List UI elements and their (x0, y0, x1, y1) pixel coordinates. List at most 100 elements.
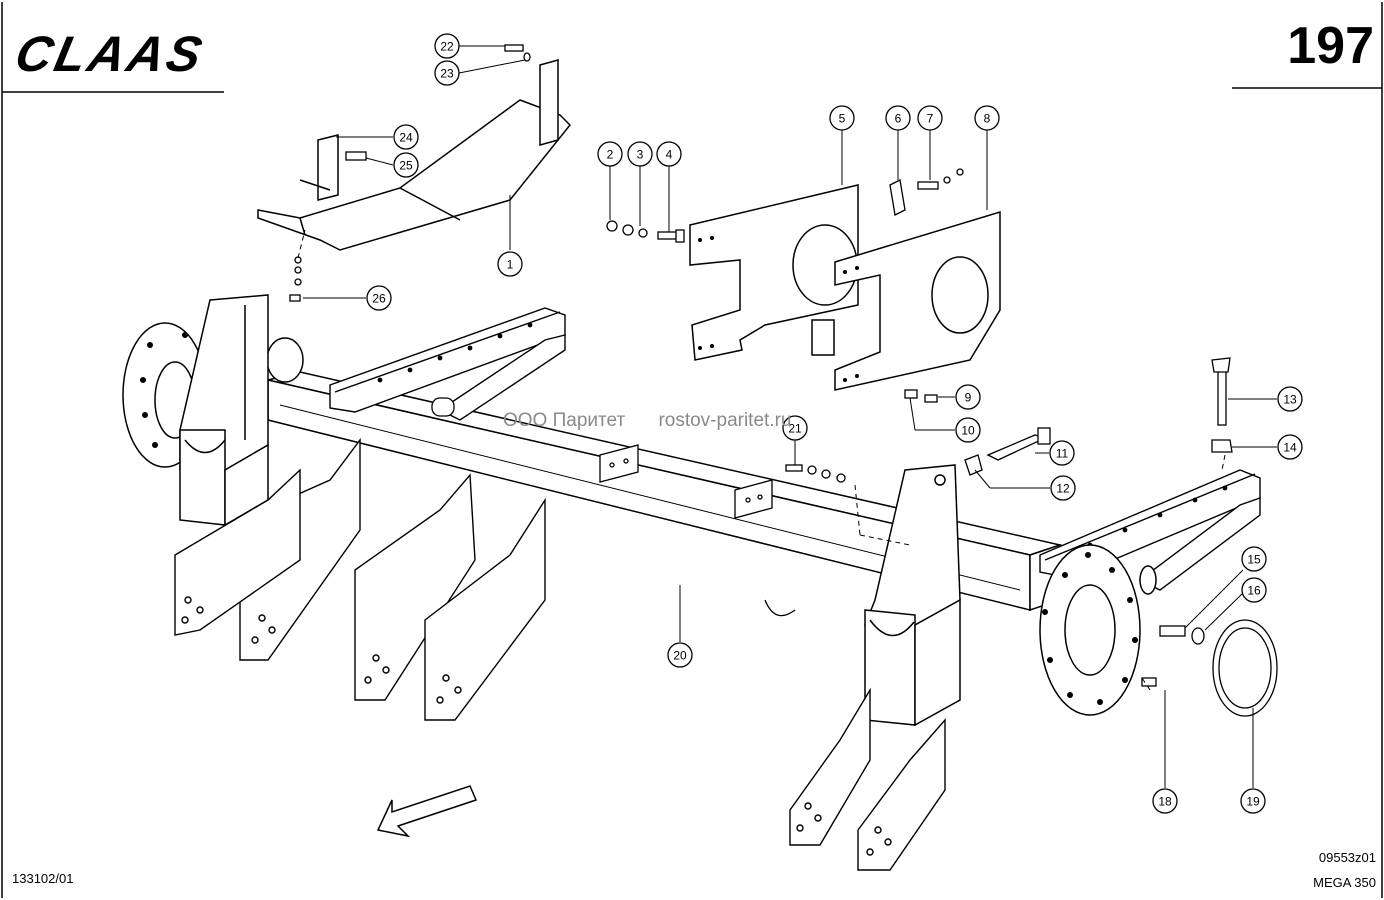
callout-circle (627, 141, 653, 167)
callout-circle (1241, 577, 1267, 603)
callout-number: 19 (1246, 795, 1260, 809)
callout-circle (955, 384, 981, 410)
svg-text:CLAAS: CLAAS (11, 26, 210, 82)
callout-1: 1 (497, 251, 523, 277)
callout-24: 24 (393, 124, 419, 150)
callout-number: 22 (440, 40, 454, 54)
callout-19: 19 (1240, 788, 1266, 814)
callout-number: 14 (1283, 441, 1297, 455)
callout-number: 3 (637, 148, 644, 162)
callout-circle (497, 251, 523, 277)
callout-22: 22 (434, 33, 460, 59)
callout-number: 16 (1247, 584, 1261, 598)
callout-20: 20 (667, 642, 693, 668)
callout-number: 15 (1247, 553, 1261, 567)
callout-circle (393, 152, 419, 178)
callout-circle (597, 141, 623, 167)
callout-circle (917, 105, 943, 131)
callout-number: 13 (1283, 393, 1297, 407)
callout-number: 9 (965, 391, 972, 405)
mounting-plate-8 (811, 210, 1001, 391)
callout-circle (1277, 434, 1303, 460)
callout-circle (955, 417, 981, 443)
callout-number: 25 (399, 159, 413, 173)
callout-11: 11 (1049, 440, 1075, 466)
callout-number: 7 (927, 112, 934, 126)
page-number: 197 (1287, 17, 1374, 75)
callout-number: 11 (1056, 447, 1069, 461)
mounting-plate-5 (689, 184, 859, 361)
beam-clamp-plates (431, 397, 796, 617)
callout-18: 18 (1152, 788, 1178, 814)
callout-16: 16 (1241, 577, 1267, 603)
callout-2: 2 (597, 141, 623, 167)
right-mount-post (863, 464, 961, 727)
watermark-site: rostov-paritet.ru (658, 410, 792, 431)
callout-circle (1240, 788, 1266, 814)
callout-circle (667, 642, 693, 668)
callout-15: 15 (1241, 546, 1267, 572)
callout-leaders (303, 45, 1277, 788)
callout-5: 5 (829, 105, 855, 131)
callout-number: 5 (839, 112, 846, 126)
callout-circle (1152, 788, 1178, 814)
callout-number: 1 (507, 258, 514, 272)
callout-21: 21 (782, 415, 808, 441)
right-hub-flange (1039, 544, 1157, 716)
callout-6: 6 (885, 105, 911, 131)
callout-circle (434, 60, 460, 86)
callout-number: 18 (1158, 795, 1172, 809)
callout-25: 25 (393, 152, 419, 178)
callout-number: 23 (440, 67, 454, 81)
callout-7: 7 (917, 105, 943, 131)
callout-23: 23 (434, 60, 460, 86)
left-blade-plates (174, 437, 546, 721)
right-blade-plates (789, 687, 946, 871)
model-name: MEGA 350 (1313, 875, 1376, 890)
callout-number: 2 (607, 148, 614, 162)
callout-number: 10 (961, 424, 975, 438)
left-mount-post (179, 294, 269, 527)
fastener-hardware (289, 44, 1278, 717)
direction-arrow-icon (376, 785, 478, 838)
callout-number: 8 (984, 112, 991, 126)
callout-8: 8 (974, 105, 1000, 131)
callout-circle (366, 285, 392, 311)
left-rail (329, 307, 566, 421)
assembly-guide-lines (297, 229, 1226, 691)
drawing-reference: 09553z01 (1318, 850, 1376, 865)
callout-circle (1049, 440, 1075, 466)
callout-circle (434, 33, 460, 59)
callout-circle (782, 415, 808, 441)
callout-number: 12 (1056, 482, 1070, 496)
callout-number: 24 (399, 131, 413, 145)
callout-circle (829, 105, 855, 131)
callout-number: 6 (895, 112, 902, 126)
watermark: ООО Паритет rostov-paritet.ru (503, 410, 791, 432)
callout-10: 10 (955, 417, 981, 443)
callout-14: 14 (1277, 434, 1303, 460)
callout-circle (1241, 546, 1267, 572)
callout-number: 21 (788, 422, 802, 436)
callout-circle (885, 105, 911, 131)
callout-4: 4 (656, 141, 682, 167)
callout-13: 13 (1277, 386, 1303, 412)
callout-circle (656, 141, 682, 167)
callout-number: 20 (673, 649, 687, 663)
callout-9: 9 (955, 384, 981, 410)
callout-number: 26 (372, 292, 386, 306)
claas-logo-icon: CLAAS (11, 26, 210, 82)
cover-shield (257, 59, 572, 251)
callout-circle (974, 105, 1000, 131)
callout-26: 26 (366, 285, 392, 311)
callout-12: 12 (1050, 475, 1076, 501)
callout-circle (1050, 475, 1076, 501)
callout-circle (1277, 386, 1303, 412)
watermark-company: ООО Паритет (503, 410, 626, 431)
footer-code: 133102/01 (12, 871, 74, 886)
callout-circle (393, 124, 419, 150)
